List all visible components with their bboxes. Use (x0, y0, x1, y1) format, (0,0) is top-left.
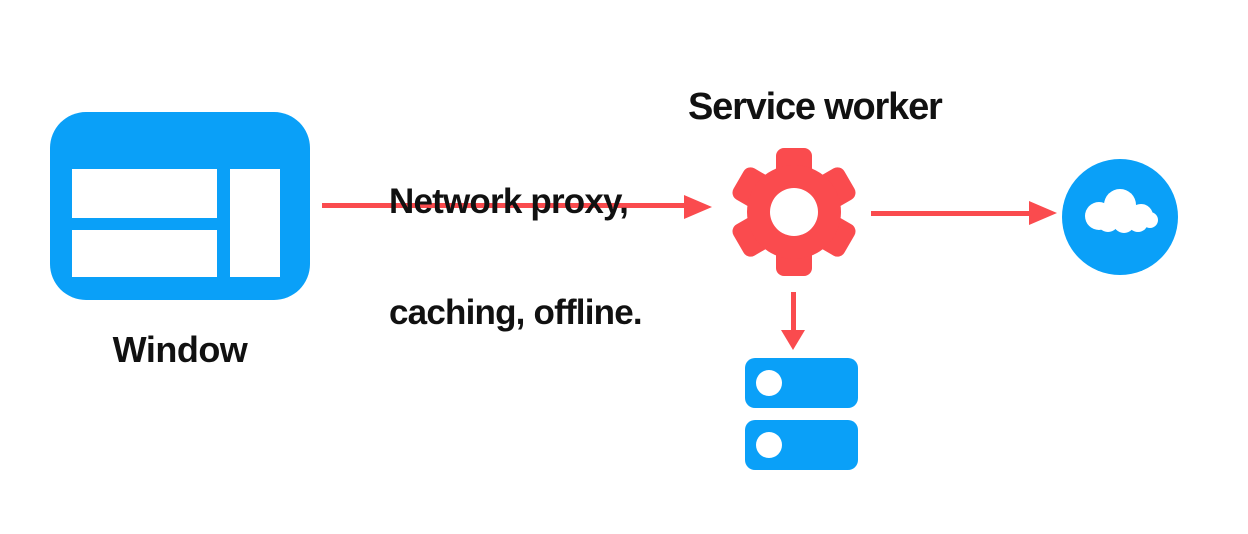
service-worker-label: Service worker (688, 86, 943, 128)
window-pane-right (230, 169, 280, 277)
window-pane-top-left (72, 169, 217, 218)
arrow-label-line1: Network proxy, (389, 182, 629, 221)
arrow-service-worker-to-cloud-head (1029, 201, 1057, 225)
database-dot (756, 432, 782, 458)
arrow-window-to-service-worker-head (684, 195, 712, 219)
arrow-label-line2: caching, offline. (389, 293, 643, 332)
database-dot (756, 370, 782, 396)
window-pane-bottom-left (72, 230, 217, 277)
browser-window-icon (50, 112, 310, 300)
cloud-shape (1085, 189, 1158, 233)
database-stack-icon-top (745, 358, 858, 408)
arrow-label: Network proxy, caching, offline. (389, 109, 643, 405)
arrow-service-worker-to-cache-line (791, 292, 796, 330)
arrow-service-worker-to-cache-head (781, 330, 805, 350)
gear-icon (732, 148, 856, 276)
window-label: Window (112, 329, 248, 370)
arrow-service-worker-to-cloud-line (871, 211, 1029, 216)
cloud-icon (1062, 159, 1178, 275)
arrow-window-to-service-worker-line (322, 203, 684, 208)
database-stack-icon-bottom (745, 420, 858, 470)
